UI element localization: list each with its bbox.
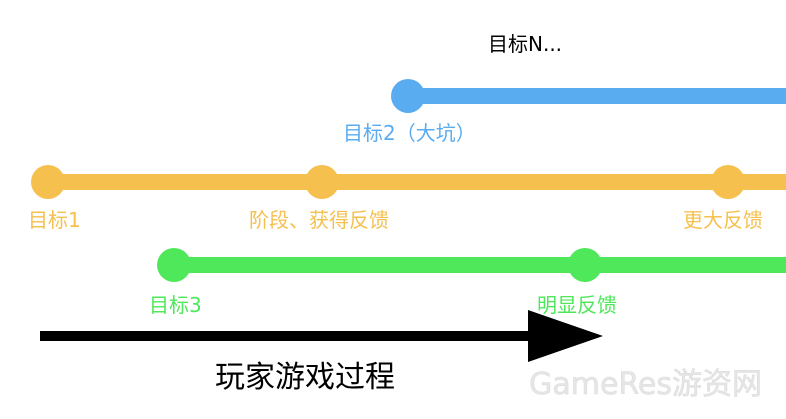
milestone-dot	[305, 165, 339, 199]
milestone-dot	[391, 79, 425, 113]
milestone-label: 目标3	[149, 293, 202, 317]
watermark-text: GameRes游资网	[529, 367, 762, 402]
goal-n-label: 目标N...	[488, 32, 562, 56]
milestone-dot	[711, 165, 745, 199]
milestone-label: 更大反馈	[683, 208, 763, 232]
arrow-head	[528, 310, 603, 362]
milestone-dot	[157, 248, 191, 282]
process-arrow	[40, 310, 603, 362]
goal-track-orange: 目标1 阶段、获得反馈 更大反馈	[28, 165, 786, 232]
milestone-label: 目标1	[28, 208, 81, 232]
milestone-label: 目标2（大坑）	[343, 121, 476, 145]
goal-track-green: 目标3 明显反馈	[149, 248, 786, 317]
milestone-label: 阶段、获得反馈	[249, 208, 389, 232]
milestone-dot	[31, 165, 65, 199]
milestone-label: 明显反馈	[537, 293, 617, 317]
goal-track-blue: 目标2（大坑）	[343, 79, 786, 145]
process-label: 玩家游戏过程	[215, 360, 395, 395]
milestone-dot	[568, 248, 602, 282]
